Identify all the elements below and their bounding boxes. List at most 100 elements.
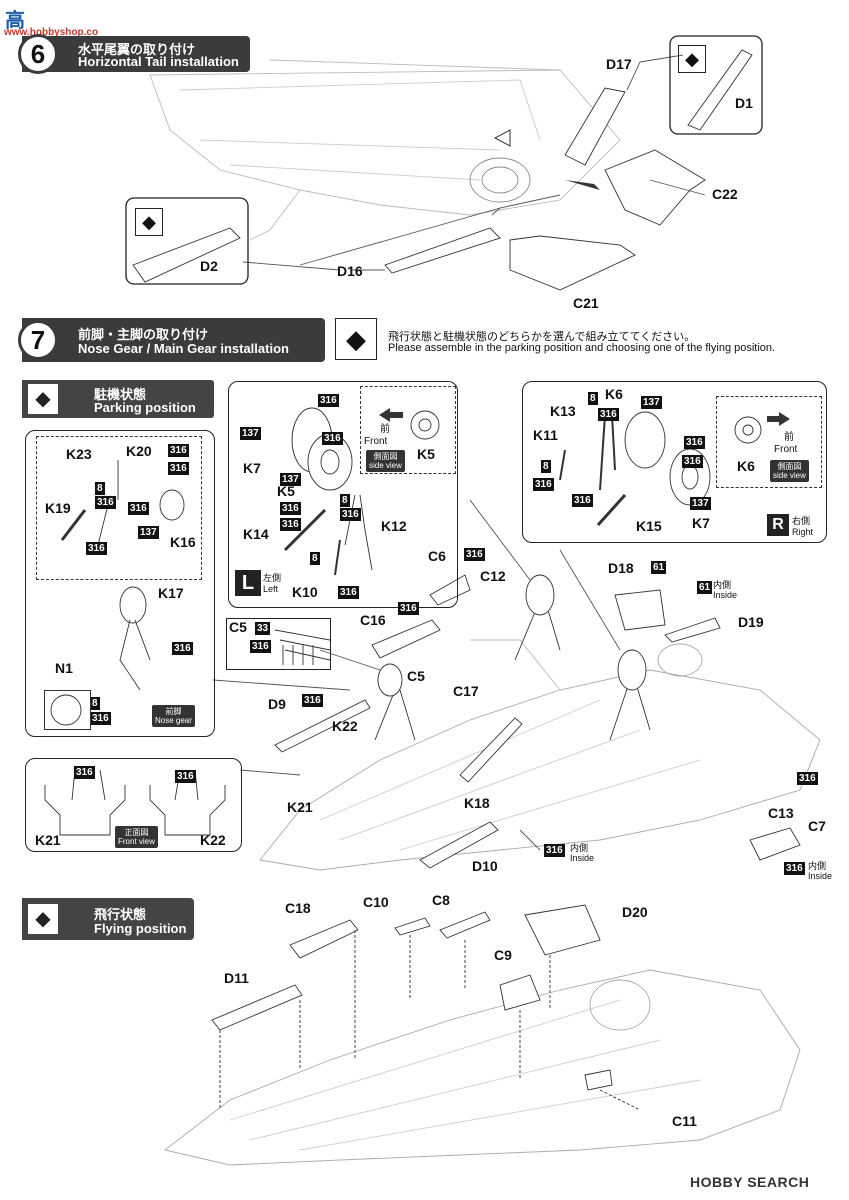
- paint-316: 316: [95, 496, 116, 509]
- part-k10: K10: [292, 584, 318, 600]
- paint-316: 316: [318, 394, 339, 407]
- part-k13: K13: [550, 403, 576, 419]
- flying-title-en: Flying position: [94, 921, 187, 936]
- paint-316: 316: [175, 770, 196, 783]
- step6-header: 6 水平尾翼の取り付け Horizontal Tail installation: [18, 34, 250, 74]
- flying-header: ◆ 飛行状態 Flying position: [22, 898, 194, 940]
- part-k22-front: K22: [200, 832, 226, 848]
- left-view-jp: 側面図: [373, 452, 398, 461]
- part-c17: C17: [453, 683, 479, 699]
- paint-316: 316: [398, 602, 419, 615]
- paint-316: 316: [86, 542, 107, 555]
- part-c8: C8: [432, 892, 450, 908]
- part-c6: C6: [428, 548, 446, 564]
- right-side-view-box: [716, 396, 822, 488]
- paint-316: 316: [340, 508, 361, 521]
- paint-316: 316: [598, 408, 619, 421]
- nose-gear-tag-en: Nose gear: [155, 716, 192, 725]
- right-side-view-tag: 側面図 side view: [770, 460, 809, 482]
- paint-33: 33: [255, 622, 271, 635]
- part-k18: K18: [464, 795, 490, 811]
- part-k17: K17: [158, 585, 184, 601]
- part-c5: C5: [407, 668, 425, 684]
- right-label-jp: 右側: [792, 516, 811, 526]
- flying-title-jp: 飛行状態: [94, 907, 147, 922]
- left-view-en: side view: [369, 461, 402, 470]
- part-k23: K23: [66, 446, 92, 462]
- part-k7-right: K7: [692, 515, 710, 531]
- inside-en: Inside: [713, 590, 738, 600]
- right-view-jp: 側面図: [777, 462, 802, 471]
- front-view-box: [25, 758, 242, 852]
- symmetric-icon: ◆: [135, 208, 163, 236]
- paint-8: 8: [541, 460, 551, 473]
- left-label-jp: 左側: [263, 573, 282, 583]
- part-k21: K21: [287, 799, 313, 815]
- part-k6: K6: [605, 386, 623, 402]
- nose-gear-detail-box: [36, 436, 202, 580]
- right-gear-box: [522, 381, 827, 543]
- part-d18: D18: [608, 560, 634, 576]
- paint-316: 316: [533, 478, 554, 491]
- inside-en: Inside: [808, 871, 833, 881]
- paint-316: 316: [128, 502, 149, 515]
- symmetric-icon: ◆: [678, 45, 706, 73]
- paint-316: 316: [572, 494, 593, 507]
- watermark-site: www.hobbyshop.co: [4, 27, 99, 38]
- left-label-en: Left: [263, 584, 279, 594]
- step6-title-en: Horizontal Tail installation: [78, 54, 239, 69]
- paint-316: 316: [172, 642, 193, 655]
- nose-gear-box: [25, 430, 215, 737]
- paint-137: 137: [138, 526, 159, 539]
- right-side-badge: R: [767, 514, 789, 536]
- paint-316: 316: [90, 712, 111, 725]
- choose-icon: ◆: [335, 318, 377, 360]
- part-k12: K12: [381, 518, 407, 534]
- right-front-jp: 前: [784, 432, 794, 443]
- part-d16: D16: [337, 263, 363, 279]
- part-d1: D1: [735, 95, 753, 111]
- part-c22: C22: [712, 186, 738, 202]
- paint-316: 316: [168, 444, 189, 457]
- part-d9: D9: [268, 696, 286, 712]
- paint-8: 8: [95, 482, 105, 495]
- inside-jp: 内側: [713, 580, 732, 590]
- parking-icon: ◆: [28, 384, 58, 414]
- front-view-tag: 正面図 Front view: [115, 826, 158, 848]
- paint-316: 316: [682, 455, 703, 468]
- paint-316: 316: [168, 462, 189, 475]
- watermark-logo: 高: [5, 10, 25, 32]
- step7-number: 7: [18, 320, 58, 360]
- paint-316: 316: [74, 766, 95, 779]
- part-k7-left: K7: [243, 460, 261, 476]
- paint-61: 61: [697, 581, 713, 594]
- part-c18: C18: [285, 900, 311, 916]
- nose-gear-tag: 前脚 Nose gear: [152, 705, 195, 727]
- step7-title-jp: 前脚・主脚の取り付け: [78, 327, 209, 342]
- part-c7: C7: [808, 818, 826, 834]
- part-d20: D20: [622, 904, 648, 920]
- paint-8: 8: [310, 552, 320, 565]
- paint-316: 316: [302, 694, 323, 707]
- paint-61: 61: [651, 561, 667, 574]
- left-side-badge: L: [235, 570, 261, 596]
- parking-header: ◆ 駐機状態 Parking position: [22, 380, 214, 418]
- step7-title-en: Nose Gear / Main Gear installation: [78, 341, 289, 356]
- part-c9: C9: [494, 947, 512, 963]
- part-k21-front: K21: [35, 832, 61, 848]
- left-side-view-box: [360, 386, 456, 474]
- n1-detail-box: [44, 690, 91, 730]
- left-side-view-tag: 側面図 side view: [366, 450, 405, 472]
- paint-137: 137: [690, 497, 711, 510]
- paint-316: 316: [784, 862, 805, 875]
- paint-316: 316: [338, 586, 359, 599]
- part-k22: K22: [332, 718, 358, 734]
- paint-316: 316: [280, 502, 301, 515]
- paint-316: 316: [797, 772, 818, 785]
- step6-number: 6: [18, 34, 58, 74]
- nose-gear-tag-jp: 前脚: [165, 707, 182, 716]
- part-d2: D2: [200, 258, 218, 274]
- part-d10: D10: [472, 858, 498, 874]
- left-front-jp: 前: [380, 424, 390, 435]
